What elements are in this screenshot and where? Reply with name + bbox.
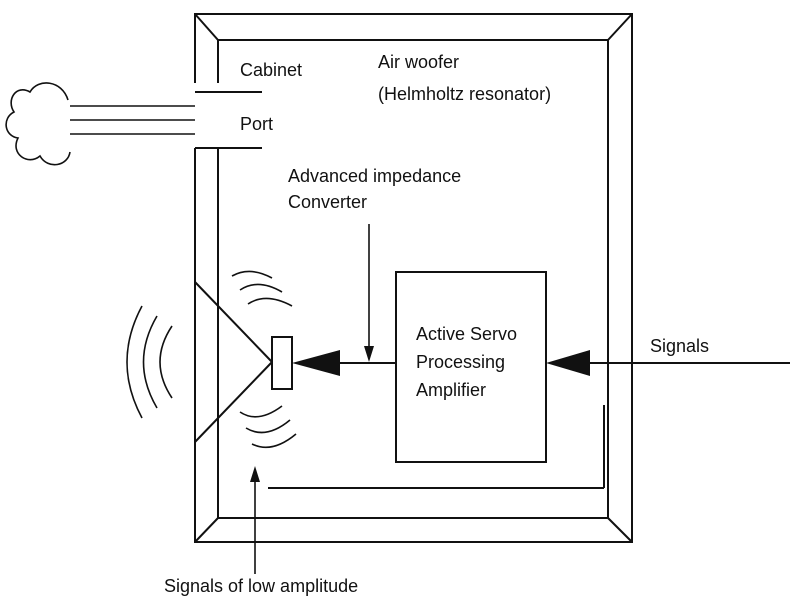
port-airflow bbox=[70, 105, 195, 135]
cabinet-label: Cabinet bbox=[240, 60, 302, 80]
converter-label-line1: Advanced impedance bbox=[288, 166, 461, 186]
port-label: Port bbox=[240, 114, 273, 134]
amp-to-driver-arrow bbox=[292, 350, 396, 376]
sound-waves-upper bbox=[231, 270, 293, 307]
signal-input-arrow bbox=[546, 350, 790, 376]
amplifier-box bbox=[395, 271, 547, 463]
signals-label: Signals bbox=[650, 336, 709, 356]
low-amplitude-pointer-arrow bbox=[250, 466, 260, 574]
air-puff-cloud bbox=[5, 82, 71, 166]
sound-waves-front bbox=[126, 305, 173, 419]
air-woofer-label-line1: Air woofer bbox=[378, 52, 459, 72]
amplifier-label-line2: Processing bbox=[416, 352, 505, 372]
voice-coil bbox=[271, 336, 293, 390]
converter-pointer-arrow bbox=[364, 224, 374, 362]
amplifier-label-line1: Active Servo bbox=[416, 324, 517, 344]
speaker-cone bbox=[194, 281, 293, 443]
cabinet bbox=[194, 13, 633, 543]
air-woofer-label-line2: (Helmholtz resonator) bbox=[378, 84, 551, 104]
sound-waves-lower bbox=[239, 405, 297, 449]
amplifier-label-line3: Amplifier bbox=[416, 380, 486, 400]
low-amplitude-label: Signals of low amplitude bbox=[164, 576, 358, 596]
converter-label-line2: Converter bbox=[288, 192, 367, 212]
